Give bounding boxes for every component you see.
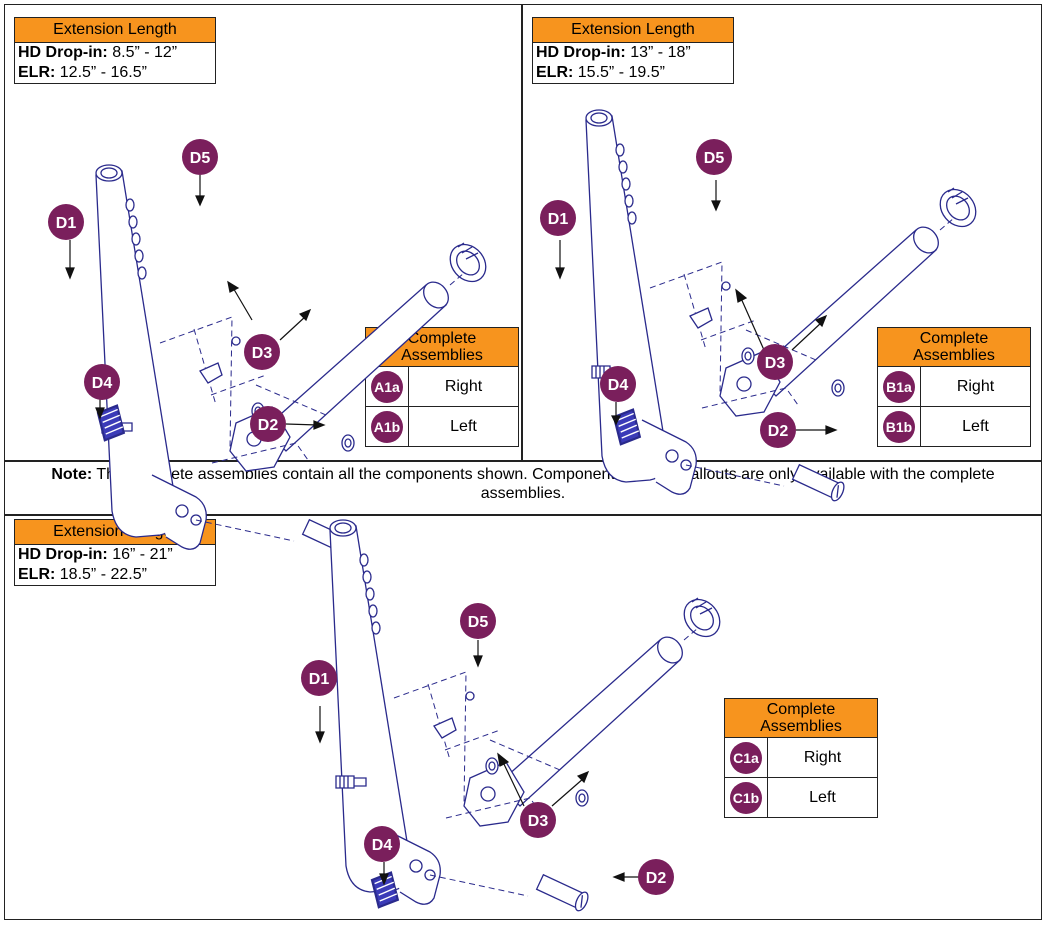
callout-d5: D5 xyxy=(182,139,218,175)
assembly-row: B1b Left xyxy=(878,407,1030,446)
assembly-code-badge: B1b xyxy=(883,410,915,443)
svg-text:D3: D3 xyxy=(528,813,549,830)
assembly-code-badge: B1a xyxy=(883,370,915,403)
callout-d2: D2 xyxy=(250,406,286,442)
assembly-row: B1a Right xyxy=(878,367,1030,407)
diagram-frame xyxy=(4,4,1042,920)
svg-text:D4: D4 xyxy=(372,837,393,854)
callout-d4: D4 xyxy=(364,826,400,862)
callout-d4: D4 xyxy=(600,366,636,402)
assembly-side: Right xyxy=(444,377,483,395)
svg-text:D2: D2 xyxy=(258,417,279,434)
svg-text:D4: D4 xyxy=(608,377,629,394)
assembly-code-badge: C1b xyxy=(730,781,762,814)
svg-text:D1: D1 xyxy=(309,671,330,688)
callout-d5: D5 xyxy=(460,603,496,639)
svg-text:D2: D2 xyxy=(768,423,789,440)
svg-text:D3: D3 xyxy=(765,355,786,372)
callout-d1: D1 xyxy=(301,660,337,696)
svg-text:D4: D4 xyxy=(92,375,113,392)
assembly-row: C1a Right xyxy=(725,738,877,778)
callout-d2: D2 xyxy=(760,412,796,448)
svg-text:D1: D1 xyxy=(56,215,77,232)
assembly-side: Left xyxy=(450,417,477,435)
assembly-row: A1a Right xyxy=(366,367,518,407)
assembly-code-badge: A1b xyxy=(371,410,403,443)
callout-d1: D1 xyxy=(48,204,84,240)
elr-row: ELR: 15.5” - 19.5” xyxy=(536,64,665,81)
complete-assemblies-table-2: Complete Assemblies B1a Right B1b Left xyxy=(877,327,1031,447)
assembly-code-badge: C1a xyxy=(730,741,762,774)
hd-dropin-row: HD Drop-in: 8.5” - 12” xyxy=(18,44,178,61)
note-label: Note: xyxy=(51,466,93,483)
callout-d2: D2 xyxy=(638,859,674,895)
svg-text:D5: D5 xyxy=(190,150,211,167)
extension-length-table-2: Extension Length HD Drop-in: 13” - 18” E… xyxy=(532,17,734,84)
svg-text:D5: D5 xyxy=(468,614,489,631)
svg-text:D2: D2 xyxy=(646,870,667,887)
extension-length-title: Extension Length xyxy=(533,18,733,43)
complete-assemblies-table-3: Complete Assemblies C1a Right C1b Left xyxy=(724,698,878,818)
assembly-code-badge: A1a xyxy=(371,370,403,403)
assembly-row: C1b Left xyxy=(725,778,877,817)
assembly-row: A1b Left xyxy=(366,407,518,446)
callout-d1: D1 xyxy=(540,200,576,236)
tube-assembly-drawing xyxy=(95,164,494,559)
elr-row: ELR: 12.5” - 16.5” xyxy=(18,64,147,81)
note-divider-top xyxy=(4,460,1042,462)
extension-length-table-1: Extension Length HD Drop-in: 8.5” - 12” … xyxy=(14,17,216,84)
assembly-side: Left xyxy=(809,788,836,806)
panel-divider xyxy=(521,4,523,460)
svg-text:D1: D1 xyxy=(548,211,569,228)
svg-text:D3: D3 xyxy=(252,345,273,362)
assembly-side: Right xyxy=(803,748,842,766)
elr-row: ELR: 18.5” - 22.5” xyxy=(18,566,147,583)
callout-d3: D3 xyxy=(757,344,793,380)
note-body: The complete assemblies contain all the … xyxy=(96,466,995,502)
extension-length-title: Extension Length xyxy=(15,18,215,43)
note-divider-bottom xyxy=(4,514,1042,516)
callout-d3: D3 xyxy=(520,802,556,838)
callout-d5: D5 xyxy=(696,139,732,175)
hd-dropin-row: HD Drop-in: 13” - 18” xyxy=(536,44,691,61)
callout-d4: D4 xyxy=(84,364,120,400)
hd-dropin-row: HD Drop-in: 16” - 21” xyxy=(18,546,173,563)
svg-text:D5: D5 xyxy=(704,150,725,167)
assembly-side: Right xyxy=(956,377,995,395)
complete-assemblies-title: Complete Assemblies xyxy=(878,328,1030,367)
callout-d3: D3 xyxy=(244,334,280,370)
note-text: Note: The complete assemblies contain al… xyxy=(8,465,1038,503)
assembly-side: Left xyxy=(962,417,989,435)
complete-assemblies-title: Complete Assemblies xyxy=(725,699,877,738)
